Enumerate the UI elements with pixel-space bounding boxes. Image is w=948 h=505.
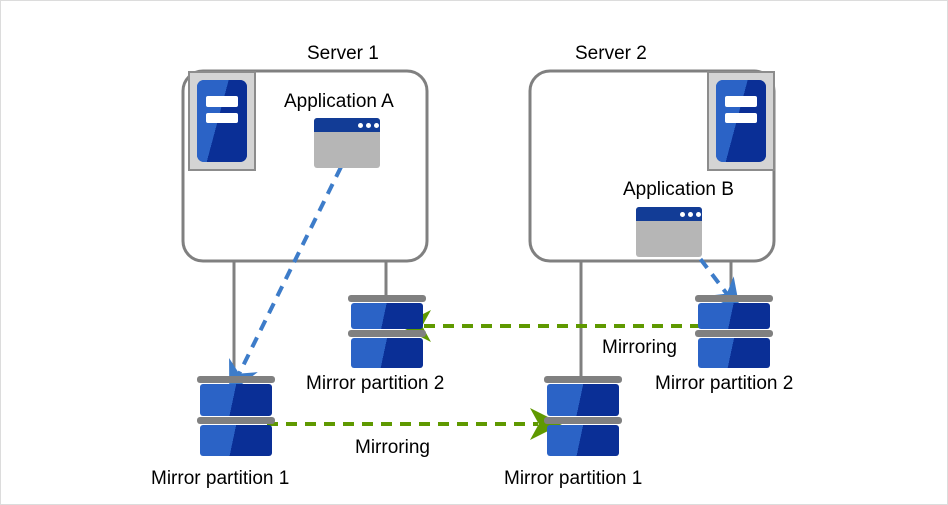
- disk-stack-icon: [695, 295, 773, 371]
- disk-body-lower: [351, 338, 423, 368]
- server-1-title: Server 1: [307, 43, 379, 64]
- app-a-access-arrow: [229, 166, 343, 394]
- disk-right-mirror-1-label: Mirror partition 1: [504, 468, 643, 489]
- disk-platter-top: [544, 376, 622, 383]
- mirroring-label-bottom: Mirroring: [355, 437, 430, 458]
- app-window-icon-dot-2: [366, 123, 371, 128]
- disk-body-upper: [351, 303, 423, 329]
- disk-platter-top: [695, 295, 773, 302]
- server-tower-icon-slot-1: [206, 96, 238, 108]
- application-b-label: Application B: [623, 179, 734, 200]
- server-2-title: Server 2: [575, 43, 647, 64]
- disk-platter-middle: [695, 330, 773, 337]
- app-window-icon-dot-3: [374, 123, 379, 128]
- server-tower-icon: [188, 71, 256, 171]
- disk-stack-icon: [348, 295, 426, 371]
- app-window-icon-titlebar: [636, 207, 702, 221]
- server-tower-icon-body: [197, 80, 247, 162]
- server-1-box: [181, 69, 429, 263]
- disk-stack-icon: [544, 376, 622, 456]
- app-window-icon-dot-2: [688, 212, 693, 217]
- app-window-icon: [636, 207, 702, 257]
- server-tower-icon-slot-1: [725, 96, 757, 108]
- disk-body-upper: [698, 303, 770, 329]
- application-a-label: Application A: [284, 91, 394, 112]
- disk-platter-middle: [544, 417, 622, 424]
- disk-body-upper: [200, 384, 272, 416]
- mirroring-label-top: Mirroring: [602, 337, 677, 358]
- disk-left-mirror-2-label: Mirror partition 2: [306, 373, 445, 394]
- disk-platter-top: [197, 376, 275, 383]
- disk-left-mirror-1-label: Mirror partition 1: [151, 468, 290, 489]
- server-tower-icon-slot-2: [725, 112, 757, 124]
- app-window-icon-titlebar: [314, 118, 380, 132]
- disk-right-mirror-2-label: Mirror partition 2: [655, 373, 794, 394]
- app-window-icon-dot-1: [358, 123, 363, 128]
- server-tower-icon: [707, 71, 775, 171]
- disk-platter-top: [348, 295, 426, 302]
- server-tower-icon-body: [716, 80, 766, 162]
- disk-stack-icon: [197, 376, 275, 456]
- disk-platter-middle: [348, 330, 426, 337]
- disk-body-lower: [547, 425, 619, 456]
- disk-body-lower: [698, 338, 770, 368]
- server-tower-icon-slot-2: [206, 112, 238, 124]
- disk-platter-middle: [197, 417, 275, 424]
- disk-body-upper: [547, 384, 619, 416]
- app-window-icon-dot-1: [680, 212, 685, 217]
- app-window-icon-dot-3: [696, 212, 701, 217]
- disk-body-lower: [200, 425, 272, 456]
- app-window-icon: [314, 118, 380, 168]
